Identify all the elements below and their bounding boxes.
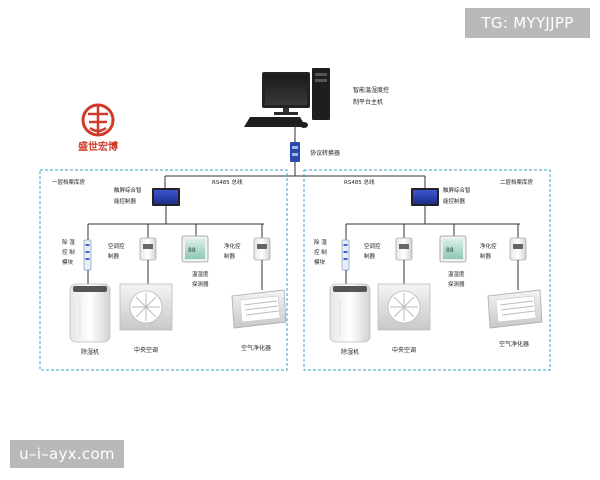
air-purifier — [487, 289, 543, 329]
zone-title: 一层档案库房 — [52, 178, 86, 186]
zone-border — [303, 169, 551, 371]
touch-label-line1: 触屏综合智 — [114, 186, 142, 194]
host-label-line2: 制平台主机 — [353, 98, 383, 106]
purifier-label: 空气净化器 — [241, 344, 271, 352]
central-ac-label: 中央空调 — [392, 346, 416, 354]
dehumid-ctrl-line1: 除 湿 — [314, 238, 327, 246]
purifier-ctrl-line2: 制器 — [480, 252, 492, 260]
purifier-ctrl-line1: 净化控 — [480, 242, 497, 250]
air-purifier — [231, 289, 287, 329]
dehumidifier-label: 除湿机 — [341, 348, 359, 356]
company-logo-text: 盛世宏博 — [78, 140, 118, 153]
ac-ctrl-line2: 制器 — [108, 252, 120, 260]
zone-second-floor: 二层档案库房 RS485 总线 触屏综合智 能控制器 除 湿 控 制 模块 除湿… — [303, 169, 551, 371]
central-ac — [119, 283, 173, 331]
bus-label: RS485 总线 — [344, 178, 375, 186]
touch-label-line2: 能控制器 — [443, 197, 466, 205]
dehumidifier-label: 除湿机 — [81, 348, 99, 356]
svg-text:88: 88 — [446, 247, 454, 254]
central-ac — [377, 283, 431, 331]
dehumid-ctrl-line2: 控 制 — [314, 248, 327, 256]
host-computer — [244, 68, 330, 128]
zone-border — [39, 169, 288, 371]
ac-ctrl-line1: 空调控 — [108, 242, 125, 250]
protocol-converter — [290, 142, 300, 162]
company-logo: 盛世宏博 — [78, 103, 118, 153]
purifier-label: 空气净化器 — [499, 340, 529, 348]
touch-label-line1: 触屏综合智 — [443, 186, 471, 194]
touch-label-line2: 能控制器 — [114, 197, 137, 205]
bus-label: RS485 总线 — [212, 178, 243, 186]
sensor-line2: 探测器 — [192, 280, 209, 288]
ac-ctrl-line1: 空调控 — [364, 242, 381, 250]
zone-title: 二层档案库房 — [500, 178, 534, 186]
central-ac-label: 中央空调 — [134, 346, 158, 354]
zone-first-floor: 一层档案库房 RS485 总线 触屏综合智 能控制器 除 湿 控 制 模块 除湿… — [39, 169, 288, 371]
dehumid-ctrl-line1: 除 湿 — [62, 238, 75, 246]
sensor-line1: 温湿度 — [448, 270, 465, 278]
dehumidifier — [329, 283, 371, 343]
dehumid-ctrl-line2: 控 制 — [62, 248, 75, 256]
sensor-line2: 探测器 — [448, 280, 465, 288]
dehumidifier — [69, 283, 111, 343]
converter-label: 协议转换器 — [310, 149, 340, 157]
watermark-bottom: u–i–ayx.com — [10, 440, 124, 468]
watermark-top: TG: MYYJJPP — [465, 8, 590, 38]
purifier-ctrl-line2: 制器 — [224, 252, 236, 260]
dehumid-ctrl-line3: 模块 — [62, 258, 74, 266]
host-label-line1: 智能温湿度控 — [353, 86, 389, 94]
purifier-ctrl-line1: 净化控 — [224, 242, 241, 250]
dehumid-ctrl-line3: 模块 — [314, 258, 326, 266]
sensor-line1: 温湿度 — [192, 270, 209, 278]
ac-ctrl-line2: 制器 — [364, 252, 376, 260]
svg-text:88: 88 — [188, 247, 196, 254]
